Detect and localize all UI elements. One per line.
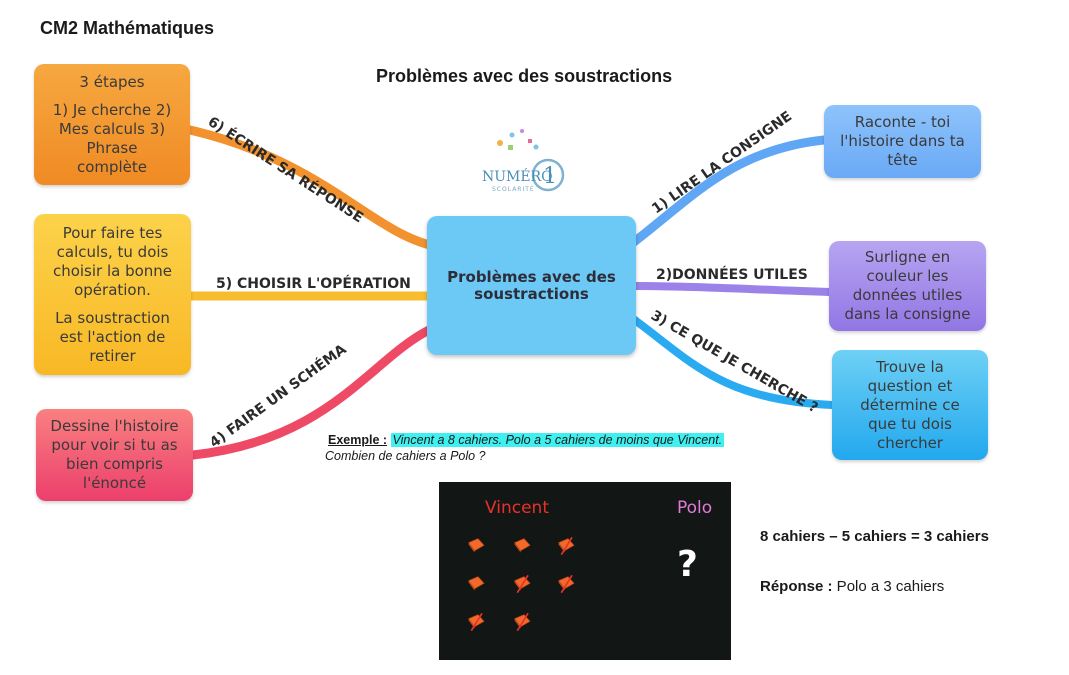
box-useful-data: Surligne en couleur les données utiles d…	[829, 241, 986, 331]
page-title: Problèmes avec des soustractions	[376, 66, 673, 86]
box-choose-operation: Pour faire tes calculs, tu dois choisir …	[34, 214, 191, 375]
notebook-crossed-icon	[558, 536, 575, 556]
notebook-crossed-icon	[558, 574, 575, 594]
notebook-crossed-icon	[468, 612, 485, 632]
notebook-crossed-icon	[514, 574, 531, 594]
branch-label-calc: 5) CHOISIR L'OPÉRATION	[216, 275, 411, 292]
branch-label-seek: 3) CE QUE JE CHERCHE ?	[648, 308, 821, 417]
branch-label-write: 6) ÉCRIRE SA RÉPONSE	[205, 113, 367, 226]
calculation-line: 8 cahiers – 5 cahiers = 3 cahiers	[760, 528, 989, 545]
chalkboard-schema: Vincent Polo ?	[439, 482, 731, 660]
logo-sub-text: SCOLARITÉ	[492, 185, 535, 193]
box-calc-text-1: Pour faire tes calculs, tu dois choisir …	[52, 223, 173, 299]
board-name-vincent: Vincent	[485, 498, 549, 518]
box-draw-schema: Dessine l'histoire pour voir si tu as bi…	[36, 409, 193, 501]
subject-heading: CM2 Mathématiques	[40, 18, 215, 38]
center-node: Problèmes avec des soustractions	[427, 216, 636, 355]
branch-label-data: 2)DONNÉES UTILES	[656, 266, 808, 283]
box-data-text: Surligne en couleur les données utiles d…	[844, 248, 971, 323]
example-line-2: Combien de cahiers a Polo ?	[325, 449, 486, 463]
notebook-crossed-icon	[514, 612, 531, 632]
box-calc-text-2: La soustraction est l'action de retirer	[55, 308, 170, 365]
logo-number: 1	[543, 164, 557, 189]
example-label: Exemple :	[328, 433, 388, 447]
box-read-text: Raconte - toi l'histoire dans ta tête	[840, 113, 965, 169]
board-name-polo: Polo	[677, 498, 713, 518]
box-seek-text: Trouve la question et détermine ce que t…	[860, 357, 960, 452]
answer-line: Réponse : Polo a 3 cahiers	[760, 578, 944, 595]
logo-main-text: NUMÉRO	[482, 167, 553, 185]
board-question-mark: ?	[677, 544, 698, 585]
answer-text: Polo a 3 cahiers	[832, 578, 945, 595]
notebook-icon	[514, 538, 531, 553]
example-line-1: Vincent a 8 cahiers. Polo a 5 cahiers de…	[390, 433, 725, 447]
box-write-answer: 3 étapes 1) Je cherche 2) Mes calculs 3)…	[34, 64, 190, 185]
branch-label-read: 1) LIRE LA CONSIGNE	[649, 108, 795, 217]
box-write-steps: 1) Je cherche 2) Mes calculs 3) Phrase c…	[52, 100, 172, 176]
example-statement: Exemple : Vincent a 8 cahiers. Polo a 5 …	[325, 432, 725, 464]
box-write-title: 3 étapes	[79, 72, 145, 91]
box-what-i-seek: Trouve la question et détermine ce que t…	[832, 350, 988, 460]
numero1-logo: NUMÉRO 1 SCOLARITÉ	[482, 129, 565, 193]
answer-label: Réponse :	[760, 578, 833, 595]
box-read-instruction: Raconte - toi l'histoire dans ta tête	[824, 105, 981, 178]
box-draw-text: Dessine l'histoire pour voir si tu as bi…	[50, 417, 179, 492]
notebook-icon	[468, 576, 485, 591]
center-node-label: Problèmes avec des soustractions	[447, 267, 616, 303]
notebook-icon	[468, 538, 485, 553]
